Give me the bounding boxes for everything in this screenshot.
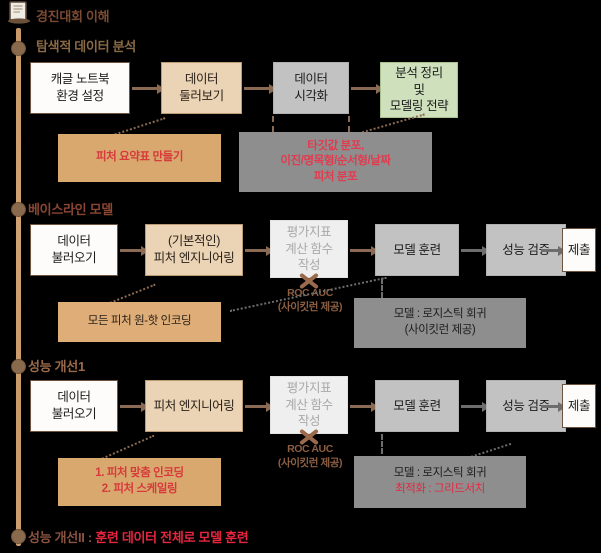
- dashline-data-viz-right: [348, 116, 350, 132]
- arrow-baseline-5: [541, 245, 566, 256]
- arrow-baseline-3: [350, 245, 379, 256]
- dashline-baseline-model: [381, 278, 383, 298]
- timeline-node-eda: [12, 42, 25, 55]
- dashline-data-viz: [272, 116, 274, 132]
- arrow-eda-1: [132, 83, 165, 94]
- node-baseline-feat-eng[interactable]: (기본적인)피처 엔지니어링: [145, 224, 243, 276]
- callout-baseline-model: 모델 : 로지스틱 회귀(사이킷런 제공): [354, 298, 526, 348]
- section-heading-improve2: 성능 개선II : 훈련 데이터 전체로 모델 훈련: [28, 527, 249, 546]
- section-heading-improve1: 성능 개선1: [28, 359, 85, 374]
- section-heading-improve2-prefix: 성능 개선II :: [28, 530, 96, 545]
- arrow-baseline-2: [245, 245, 274, 256]
- node-improve1-submit[interactable]: 제출: [562, 384, 596, 428]
- section-heading-improve2-accent: 훈련 데이터 전체로 모델 훈련: [95, 530, 249, 545]
- section-heading-eda: 탐색적 데이터 분석: [36, 39, 136, 54]
- arrow-improve1-4: [461, 401, 490, 412]
- callout-baseline-onehot: 모든 피처 원-핫 인코딩: [58, 302, 221, 342]
- dashline-improve1-model: [381, 434, 383, 454]
- arrow-improve1-3: [350, 401, 379, 412]
- book-icon: [8, 1, 30, 24]
- timeline-node-improve2: [12, 530, 25, 543]
- node-baseline-submit[interactable]: 제출: [562, 228, 596, 272]
- arrow-eda-2: [244, 83, 277, 94]
- section-heading-baseline: 베이스라인 모델: [28, 202, 113, 217]
- metric-note-improve1: ROC AUC(사이킷런 제공): [277, 443, 343, 469]
- arrow-improve1-1: [120, 401, 149, 412]
- section-heading-understand: 경진대회 이해: [36, 9, 110, 24]
- timeline-spine: [16, 28, 21, 546]
- node-improve1-train-model[interactable]: 모델 훈련: [375, 380, 459, 432]
- arrow-improve1-2: [245, 401, 274, 412]
- callout-improve1-model: 모델 : 로지스틱 회귀 최적화 : 그리드서치: [354, 456, 526, 508]
- arrow-baseline-1: [120, 245, 149, 256]
- timeline-node-baseline: [12, 203, 25, 216]
- callout-improve1-model-line1: 모델 : 로지스틱 회귀: [393, 467, 487, 480]
- arrow-improve1-5: [541, 401, 566, 412]
- node-baseline-train-model[interactable]: 모델 훈련: [375, 224, 459, 276]
- callout-feature-summary: 피처 요약표 만들기: [58, 134, 221, 182]
- arrow-eda-3: [351, 83, 384, 94]
- arrow-baseline-4: [461, 245, 490, 256]
- callout-improve1-model-line2: 최적화 : 그리드서치: [395, 483, 485, 495]
- timeline-node-improve1: [12, 360, 25, 373]
- metric-note-baseline: ROC AUC(사이킷런 제공): [277, 287, 343, 313]
- node-improve1-feat-eng[interactable]: 피처 엔지니어링: [145, 380, 243, 432]
